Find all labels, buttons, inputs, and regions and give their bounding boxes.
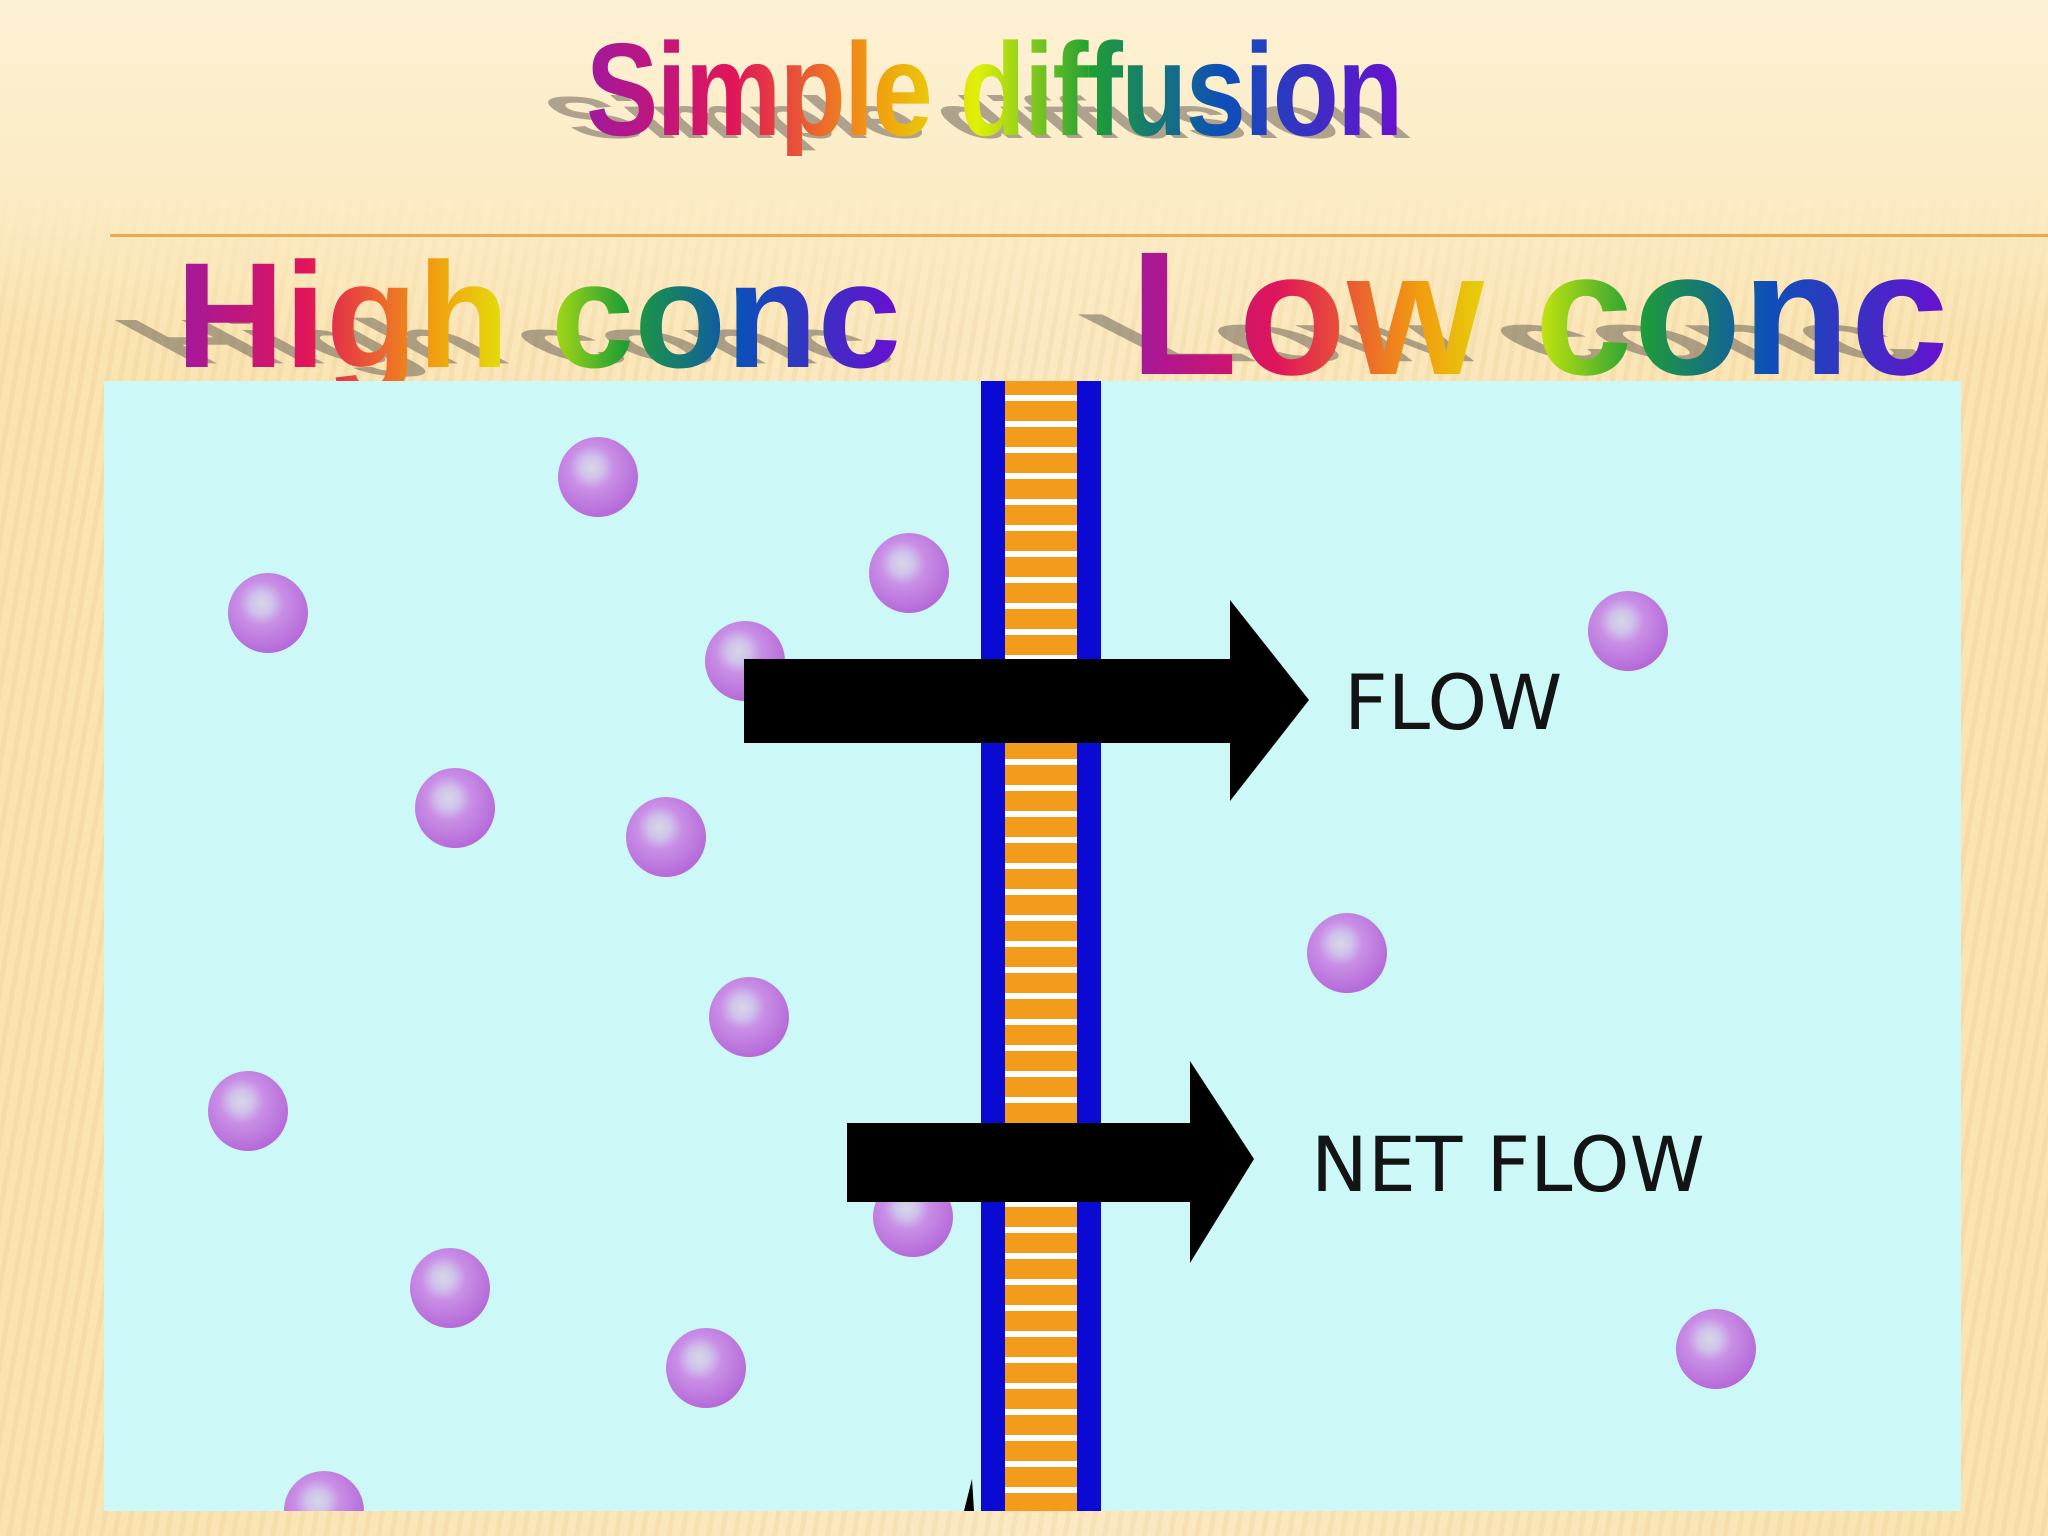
membrane-rung (1005, 499, 1077, 505)
membrane-rung (1005, 1357, 1077, 1363)
membrane-rung (1005, 811, 1077, 817)
solute-particle (1307, 913, 1387, 993)
membrane-rung (1005, 1409, 1077, 1415)
membrane-rung (1005, 967, 1077, 973)
solute-particle (626, 797, 706, 877)
membrane-rung (1005, 1487, 1077, 1493)
membrane-rung (1005, 525, 1077, 531)
membrane-rung (1005, 1253, 1077, 1259)
slide-title: Simple diffusion (586, 16, 1403, 163)
membrane-rung (1005, 915, 1077, 921)
flow-arrow: FLOW (744, 600, 1562, 801)
solute-particle (1588, 591, 1668, 671)
flow-arrow-shape (744, 600, 1309, 801)
solute-particle (208, 1071, 288, 1151)
solute-particle (415, 768, 495, 848)
membrane-rung (1005, 473, 1077, 479)
diffusion-diagram-svg: FLOW NET FLOW (104, 381, 1961, 1511)
membrane-rung (1005, 1097, 1077, 1103)
solute-particle (709, 977, 789, 1057)
net-flow-arrow-shape (847, 1061, 1254, 1263)
solute-particle (558, 437, 638, 517)
membrane-rung (1005, 1071, 1077, 1077)
membrane-rung (1005, 395, 1077, 401)
solute-particle (666, 1328, 746, 1408)
membrane-rung (1005, 863, 1077, 869)
membrane-rung (1005, 577, 1077, 583)
cell-membrane (981, 381, 1101, 1511)
flow-label: FLOW (1344, 658, 1562, 747)
solute-particle (228, 573, 308, 653)
membrane-rung (1005, 785, 1077, 791)
membrane-rung (1005, 1383, 1077, 1389)
membrane-rung (1005, 421, 1077, 427)
membrane-rung (1005, 941, 1077, 947)
membrane-left-edge (981, 381, 1005, 1511)
membrane-rung (1005, 1201, 1077, 1207)
membrane-rung (1005, 1279, 1077, 1285)
membrane-rung (1005, 551, 1077, 557)
title-divider (110, 234, 2048, 237)
membrane-rung (1005, 1461, 1077, 1467)
membrane-rung (1005, 993, 1077, 999)
net-flow-label: NET FLOW (1311, 1120, 1705, 1209)
membrane-rung (1005, 655, 1077, 661)
membrane-rung (1005, 1019, 1077, 1025)
arrow-fragment (964, 1479, 974, 1511)
membrane-rung (1005, 629, 1077, 635)
membrane-rung (1005, 1435, 1077, 1441)
high-conc-label: High conc (176, 231, 902, 399)
membrane-rung (1005, 759, 1077, 765)
membrane-rung (1005, 889, 1077, 895)
membrane-rung (1005, 447, 1077, 453)
particles-high-side (208, 437, 953, 1511)
diffusion-diagram: FLOW NET FLOW (104, 381, 1961, 1511)
membrane-rung (1005, 1305, 1077, 1311)
solute-particle (410, 1248, 490, 1328)
membrane-rung (1005, 1045, 1077, 1051)
particles-low-side (1307, 591, 1756, 1389)
membrane-right-edge (1077, 381, 1101, 1511)
solute-particle (1676, 1309, 1756, 1389)
membrane-rung (1005, 603, 1077, 609)
membrane-rung (1005, 837, 1077, 843)
membrane-rung (1005, 1227, 1077, 1233)
membrane-rung (1005, 1331, 1077, 1337)
solute-particle (284, 1471, 364, 1511)
net-flow-arrow: NET FLOW (847, 1061, 1705, 1263)
solute-particle (869, 533, 949, 613)
low-conc-label: Low conc (1130, 216, 1950, 412)
